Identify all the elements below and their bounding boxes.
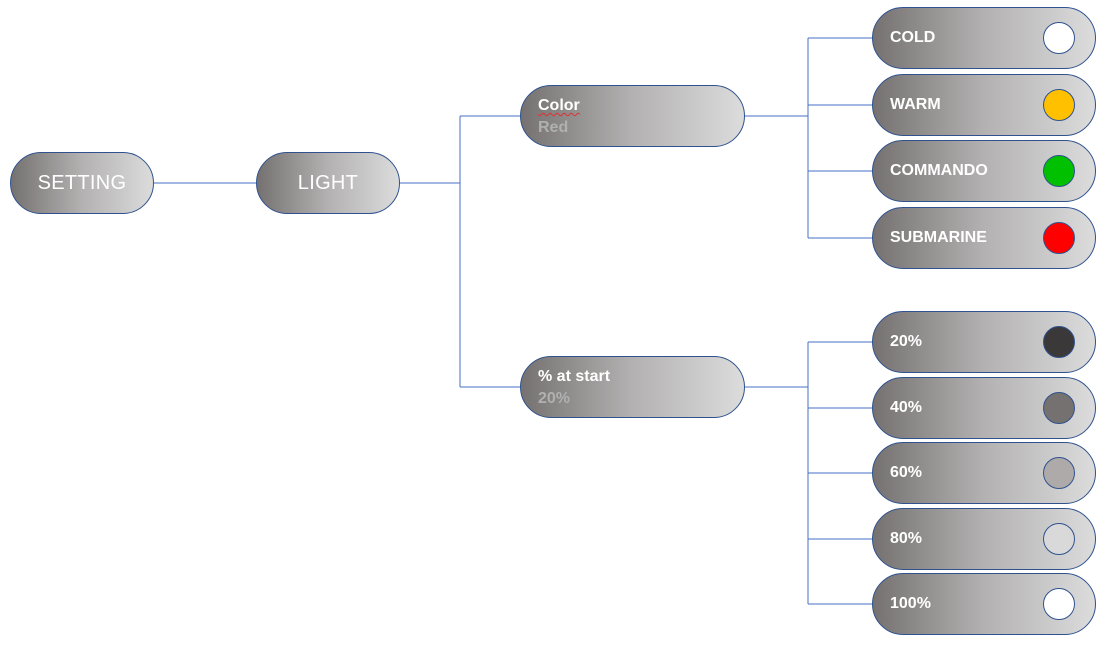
brightness-swatch-icon xyxy=(1043,457,1075,489)
brightness-swatch-icon xyxy=(1043,588,1075,620)
color-option-label: WARM xyxy=(890,96,941,113)
start-option-20[interactable]: 20% xyxy=(872,311,1096,373)
color-option-cold[interactable]: COLD xyxy=(872,7,1096,69)
start-option-80[interactable]: 80% xyxy=(872,508,1096,570)
start-option-40[interactable]: 40% xyxy=(872,377,1096,439)
light-node[interactable]: LIGHT xyxy=(256,152,400,214)
color-option-commando[interactable]: COMMANDO xyxy=(872,140,1096,202)
brightness-swatch-icon xyxy=(1043,523,1075,555)
color-swatch-icon xyxy=(1043,222,1075,254)
setting-node-label: SETTING xyxy=(37,171,127,194)
start-option-label: 100% xyxy=(890,595,931,612)
start-option-100[interactable]: 100% xyxy=(872,573,1096,635)
link-start-options xyxy=(745,341,872,605)
start-group-node[interactable]: % at start 20% xyxy=(520,356,745,418)
color-option-label: COMMANDO xyxy=(890,162,988,179)
start-group-value: 20% xyxy=(538,390,571,407)
start-option-label: 60% xyxy=(890,464,923,481)
start-option-label: 20% xyxy=(890,333,923,350)
color-group-value: Red xyxy=(538,119,569,136)
link-color-options xyxy=(745,37,872,239)
brightness-swatch-icon xyxy=(1043,326,1075,358)
start-option-label: 80% xyxy=(890,530,923,547)
link-light-branches xyxy=(400,115,520,388)
start-option-label: 40% xyxy=(890,399,923,416)
brightness-swatch-icon xyxy=(1043,392,1075,424)
light-node-label: LIGHT xyxy=(297,171,359,194)
start-option-60[interactable]: 60% xyxy=(872,442,1096,504)
color-swatch-icon xyxy=(1043,155,1075,187)
color-option-label: COLD xyxy=(890,29,936,46)
color-swatch-icon xyxy=(1043,89,1075,121)
color-option-label: SUBMARINE xyxy=(890,229,987,246)
color-option-submarine[interactable]: SUBMARINE xyxy=(872,207,1096,269)
color-option-warm[interactable]: WARM xyxy=(872,74,1096,136)
start-group-title: % at start xyxy=(538,368,611,385)
color-group-title: Color xyxy=(538,97,580,114)
setting-node[interactable]: SETTING xyxy=(10,152,154,214)
color-group-node[interactable]: Color Red xyxy=(520,85,745,147)
color-swatch-icon xyxy=(1043,22,1075,54)
